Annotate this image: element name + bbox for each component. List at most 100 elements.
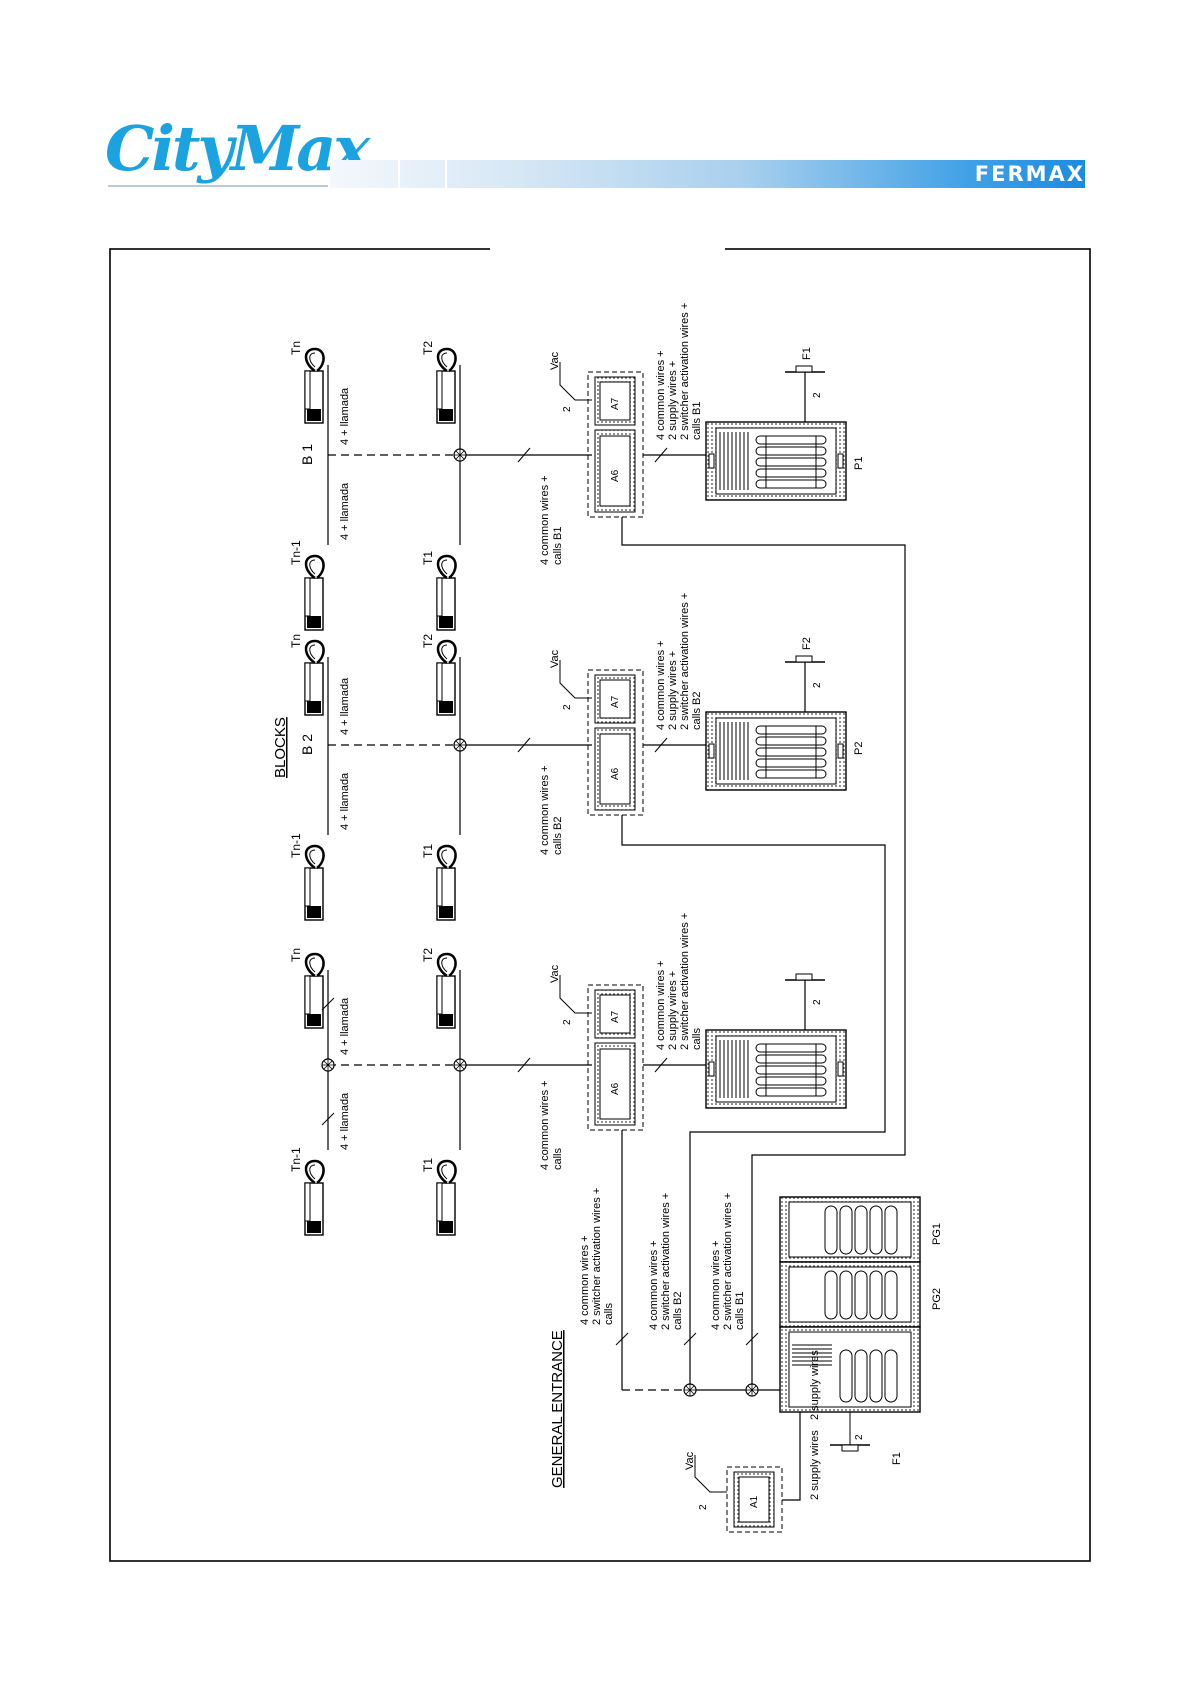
wire-count: 2 [812, 999, 823, 1005]
power-a7: A7 [610, 397, 621, 410]
wire-label: 4 common wires + [539, 1080, 551, 1170]
vac-label: Vac [549, 964, 561, 983]
handset-t1 [435, 554, 457, 632]
panel-wire-label: 2 supply wires + [667, 971, 679, 1050]
wire-count: 2 [562, 704, 573, 710]
logo-underline [108, 185, 328, 187]
vac-label: Vac [549, 649, 561, 668]
handset-t1 [435, 844, 457, 922]
wire-label: calls B1 [552, 526, 564, 565]
power-a7: A7 [610, 695, 621, 708]
wire-count: 2 [854, 1434, 865, 1440]
panel-label-pg2: PG2 [931, 1288, 943, 1310]
entrance-wire-label: 2 switcher activation wires + [591, 1188, 603, 1325]
block-b1: B 1 Tn Tn-1 T2 T1 4 + llamada 4 + llamad… [289, 303, 865, 632]
panel-label-p1: P1 [853, 457, 865, 470]
header-bar-divider [445, 160, 447, 188]
citymax-logo: CityMax [105, 112, 370, 185]
relay-label-f1: F1 [891, 1452, 903, 1465]
panel-wire-label: 4 common wires + [655, 960, 667, 1050]
wire-count: 2 [698, 1504, 709, 1510]
terminal-label-t2: T2 [421, 341, 435, 355]
power-a7: A7 [610, 1010, 621, 1023]
panel-wire-label: 4 common wires + [655, 640, 667, 730]
panel-wire-label: 2 switcher activation wires + [679, 303, 691, 440]
block-label-b1: B 1 [299, 444, 315, 465]
handset-tn [303, 347, 325, 425]
power-a6: A6 [610, 1082, 621, 1095]
wire-label: 4 common wires + [539, 475, 551, 565]
terminal-label-tn: Tn [289, 341, 303, 355]
entrance-panel-p2 [705, 711, 847, 791]
entrance-wire-label: calls B1 [734, 1291, 746, 1330]
entrance-panel-p1 [705, 421, 847, 501]
terminal-label-tn1: Tn-1 [289, 540, 303, 565]
panel-wire-label: 2 supply wires + [667, 651, 679, 730]
wire-label: calls [552, 1147, 564, 1170]
bus-label: 4 + llamada [339, 1092, 351, 1150]
feed-line-b1 [621, 517, 906, 1390]
frame-gap [490, 243, 725, 255]
panel-wire-label: calls [691, 1027, 703, 1050]
power-a6: A6 [610, 469, 621, 482]
supply-wires-label: 2 supply wires [809, 1430, 821, 1500]
junction-node [453, 738, 467, 752]
entrance-wire-label: 2 switcher activation wires + [660, 1193, 672, 1330]
supply-wires-label: 2 supply wires [809, 1350, 821, 1420]
handset-tn1 [303, 844, 325, 922]
panel-wire-label: calls B1 [691, 401, 703, 440]
wire-count: 2 [562, 1019, 573, 1025]
entrance-wire-labels: 4 common wires + 2 switcher activation w… [579, 1188, 746, 1330]
wire-label: 4 common wires + [539, 765, 551, 855]
entrance-wire-label: 4 common wires + [648, 1240, 660, 1330]
block-b2: B 2 Tn Tn-1 T2 T1 4 + llamada 4 + llamad… [289, 593, 865, 922]
entrance-wire-label: 2 switcher activation wires + [722, 1193, 734, 1330]
block-b3: Tn Tn-1 T2 T1 4 + llamada 4 + llamada 4 … [289, 913, 847, 1237]
fermax-brand: FERMAX [974, 162, 1085, 186]
junction-node [321, 1058, 335, 1072]
handset-tn [303, 639, 325, 717]
terminal-label-tn: Tn [289, 948, 303, 962]
terminal-label-tn: Tn [289, 634, 303, 648]
bus-label: 4 + llamada [339, 482, 351, 540]
feed-line-b2 [621, 815, 886, 1390]
panel-label-p2: P2 [853, 742, 865, 755]
header-bar-divider [398, 160, 400, 188]
junction-node [745, 1383, 759, 1397]
wire-label: calls B2 [552, 816, 564, 855]
general-entrance-title: GENERAL ENTRANCE [549, 1330, 566, 1488]
terminal-label-t2: T2 [421, 634, 435, 648]
junction-node [683, 1383, 697, 1397]
bus-label: 4 + llamada [339, 677, 351, 735]
relay-label-f2: F2 [801, 637, 813, 650]
general-power-supply: A1 Vac 2 2 supply wires 2 supply wires [684, 1350, 821, 1533]
panel-wire-label: 4 common wires + [655, 350, 667, 440]
entrance-wire-label: calls [603, 1302, 615, 1325]
relay-label-f1: F1 [801, 347, 813, 360]
page-header: CityMax FERMAX [0, 0, 1190, 210]
handset-t1 [435, 1159, 457, 1237]
handset-tn1 [303, 554, 325, 632]
terminal-label-t1: T1 [421, 1158, 435, 1172]
power-a1: A1 [749, 1495, 760, 1508]
panel-wire-label: 2 supply wires + [667, 361, 679, 440]
terminal-label-tn1: Tn-1 [289, 833, 303, 858]
handset-t2 [435, 639, 457, 717]
blocks-title: BLOCKS [272, 717, 289, 778]
bus-label: 4 + llamada [339, 772, 351, 830]
vac-label: Vac [684, 1451, 696, 1470]
power-a6: A6 [610, 767, 621, 780]
entrance-wire-label: 4 common wires + [710, 1240, 722, 1330]
general-entrance-panels: PG1 PG2 F1 2 [779, 1196, 943, 1465]
panel-label-pg1: PG1 [931, 1223, 943, 1245]
panel-wire-label: 2 switcher activation wires + [679, 913, 691, 1050]
panel-wire-label: 2 switcher activation wires + [679, 593, 691, 730]
wire-count: 2 [812, 392, 823, 398]
terminal-label-t1: T1 [421, 551, 435, 565]
header-gradient-bar [330, 160, 1085, 188]
wire-count: 2 [562, 406, 573, 412]
entrance-wire-label: 4 common wires + [579, 1235, 591, 1325]
handset-t2 [435, 952, 457, 1030]
wire-count: 2 [812, 682, 823, 688]
